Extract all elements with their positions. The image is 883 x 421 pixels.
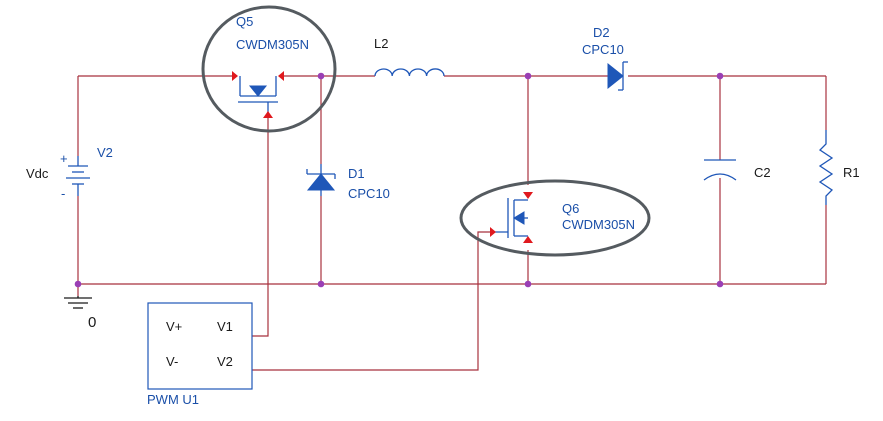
junction-node — [524, 280, 532, 288]
d1-part-label: CPC10 — [348, 186, 390, 201]
pwm-ref-label: PWM U1 — [147, 392, 199, 407]
q5-ref-label: Q5 — [236, 14, 253, 29]
q6-ref-label: Q6 — [562, 201, 579, 216]
ground-label: 0 — [88, 314, 96, 331]
mosfet-q5 — [232, 71, 284, 118]
pwm-pin-v2: V2 — [217, 354, 233, 369]
junction-node — [716, 72, 724, 80]
q5-part-label: CWDM305N — [236, 37, 309, 52]
d2-ref-label: D2 — [593, 25, 610, 40]
dc-source-v2: + - — [60, 151, 90, 201]
d2-part-label: CPC10 — [582, 42, 624, 57]
diode-d2 — [607, 61, 628, 91]
junction-node — [317, 72, 325, 80]
junction-node — [716, 280, 724, 288]
junction-node — [74, 280, 82, 288]
l2-ref-label: L2 — [374, 36, 388, 51]
svg-text:-: - — [61, 186, 65, 201]
capacitor-c2 — [703, 159, 737, 181]
ground-symbol — [64, 296, 92, 309]
svg-text:+: + — [60, 151, 68, 166]
pwm-pin-vplus: V+ — [166, 319, 182, 334]
wires — [77, 75, 827, 371]
pwm-pin-v1: V1 — [217, 319, 233, 334]
d1-ref-label: D1 — [348, 166, 365, 181]
vdc-label: Vdc — [26, 166, 49, 181]
v2-ref-label: V2 — [97, 145, 113, 160]
inductor-l2 — [374, 68, 445, 77]
junction-dots — [74, 72, 724, 288]
junction-node — [317, 280, 325, 288]
junction-node — [524, 72, 532, 80]
mosfet-q6 — [490, 192, 533, 243]
diode-d1 — [306, 164, 336, 196]
r1-ref-label: R1 — [843, 165, 860, 180]
resistor-r1 — [818, 130, 834, 205]
pwm-pin-vminus: V- — [166, 354, 178, 369]
c2-ref-label: C2 — [754, 165, 771, 180]
q6-highlight-ellipse — [459, 179, 651, 257]
q5-highlight-ellipse — [201, 5, 337, 133]
pwm-block-u1: V+ V- V1 V2 — [147, 302, 253, 390]
q6-part-label: CWDM305N — [562, 217, 635, 232]
